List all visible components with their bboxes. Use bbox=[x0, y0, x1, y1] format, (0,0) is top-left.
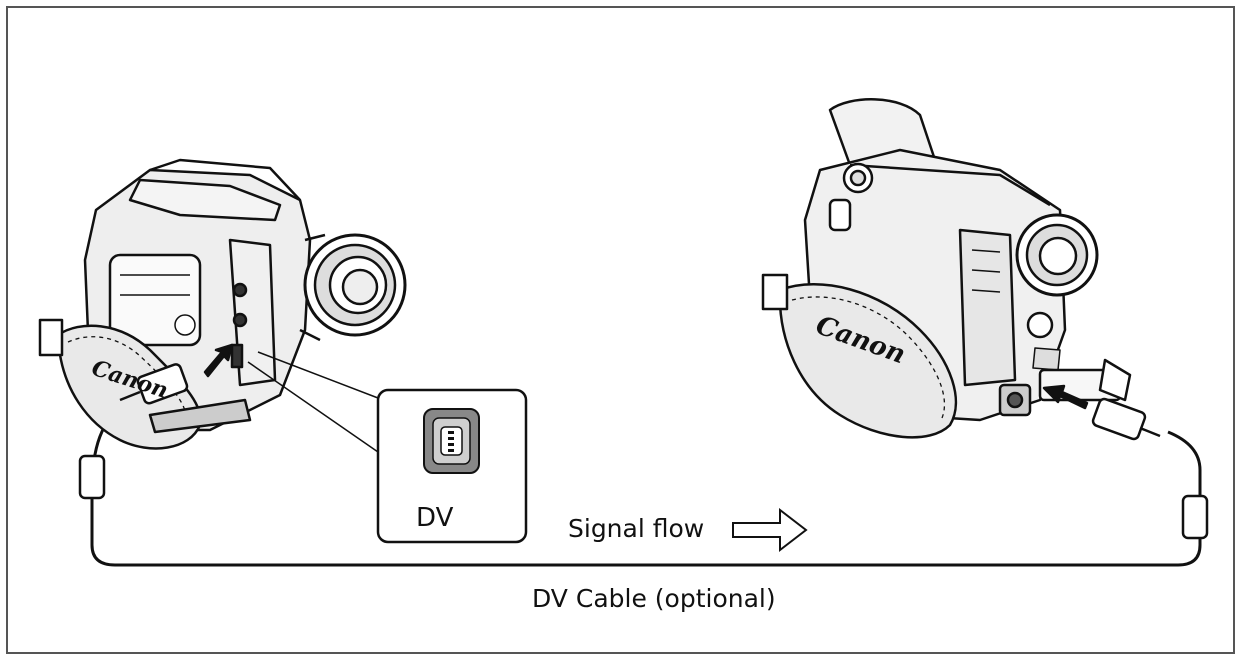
signal-flow-label: Signal flow bbox=[568, 514, 705, 543]
ferrite-core-right bbox=[1181, 494, 1209, 540]
left-camcorder bbox=[38, 158, 407, 450]
dv-port-label: DV bbox=[416, 503, 454, 533]
dv-port-callout bbox=[376, 388, 528, 544]
ferrite-core-left bbox=[78, 454, 106, 500]
dv-cable bbox=[90, 394, 1202, 567]
right-camcorder bbox=[761, 98, 1161, 441]
callout-leader bbox=[247, 351, 379, 453]
dv-cable-label: DV Cable (optional) bbox=[532, 584, 776, 613]
signal-flow-arrow bbox=[732, 507, 808, 553]
